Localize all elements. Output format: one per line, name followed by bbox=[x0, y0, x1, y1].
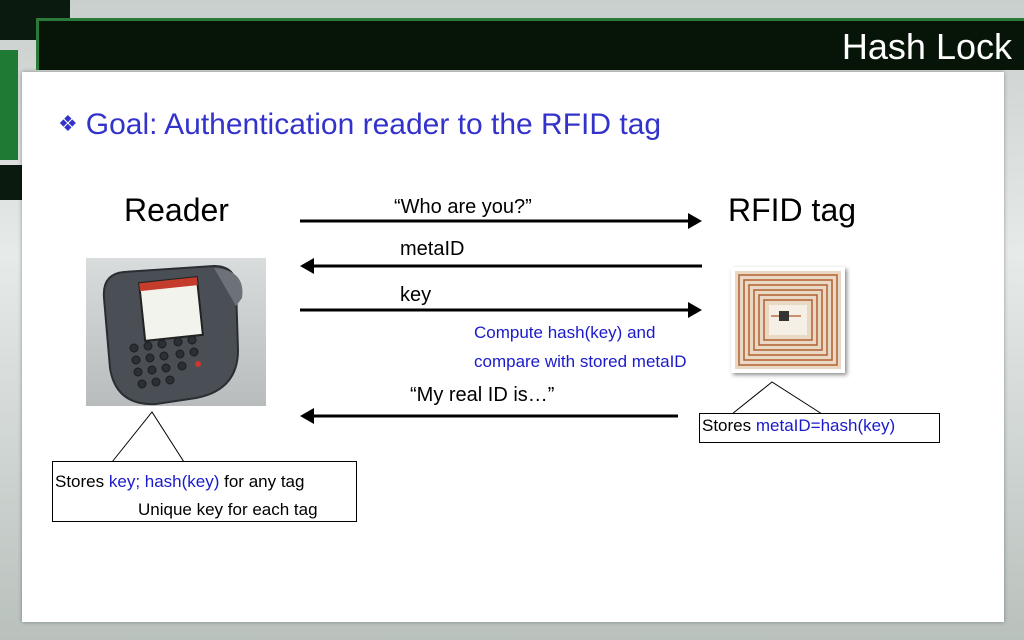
tag-callout-prefix: Stores bbox=[702, 416, 756, 435]
reader-callout-suffix: for any tag bbox=[219, 472, 305, 491]
message-metaid: metaID bbox=[400, 238, 465, 260]
reader-device-image bbox=[86, 258, 266, 406]
arrowhead-metaid bbox=[300, 258, 314, 274]
reader-label: Reader bbox=[124, 192, 229, 228]
tag-computation-line-1: Compute hash(key) and bbox=[474, 323, 656, 342]
arrowhead-key bbox=[688, 302, 702, 318]
reader-callout-values: key; hash(key) bbox=[108, 472, 220, 491]
background-dark-strip bbox=[0, 165, 22, 200]
reader-storage-callout: Stores key; hash(key) for any tag Unique… bbox=[52, 461, 357, 522]
rfid-tag-label: RFID tag bbox=[728, 192, 857, 228]
arrowhead-real-id bbox=[300, 408, 314, 424]
goal-text: Goal: Authentication reader to the RFID … bbox=[85, 108, 662, 141]
reader-callout-line-2: Unique key for each tag bbox=[138, 500, 318, 519]
reader-callout-pointer bbox=[111, 411, 185, 463]
background-green-bar bbox=[0, 50, 18, 160]
diamond-bullet-icon: ❖ bbox=[58, 111, 78, 136]
tag-storage-callout: Stores metaID=hash(key) bbox=[699, 413, 940, 443]
slide-title: Hash Lock bbox=[841, 26, 1012, 67]
message-real-id: “My real ID is…” bbox=[410, 384, 555, 406]
message-key: key bbox=[400, 284, 432, 306]
tag-callout-pointer bbox=[731, 381, 823, 415]
tag-computation-note: Compute hash(key) and compare with store… bbox=[474, 318, 687, 376]
arrowhead-who-are-you bbox=[688, 213, 702, 229]
reader-callout-line-1: Stores key; hash(key) for any tag bbox=[55, 468, 356, 496]
reader-callout-prefix: Stores bbox=[55, 472, 109, 491]
goal-bullet-line: ❖ Goal: Authentication reader to the RFID… bbox=[58, 108, 661, 142]
rfid-tag-image bbox=[731, 267, 845, 373]
tag-callout-value: metaID=hash(key) bbox=[755, 416, 896, 435]
title-bar: Hash Lock bbox=[36, 18, 1024, 70]
tag-computation-line-2: compare with stored metaID bbox=[474, 352, 687, 371]
message-who-are-you: “Who are you?” bbox=[394, 196, 532, 218]
